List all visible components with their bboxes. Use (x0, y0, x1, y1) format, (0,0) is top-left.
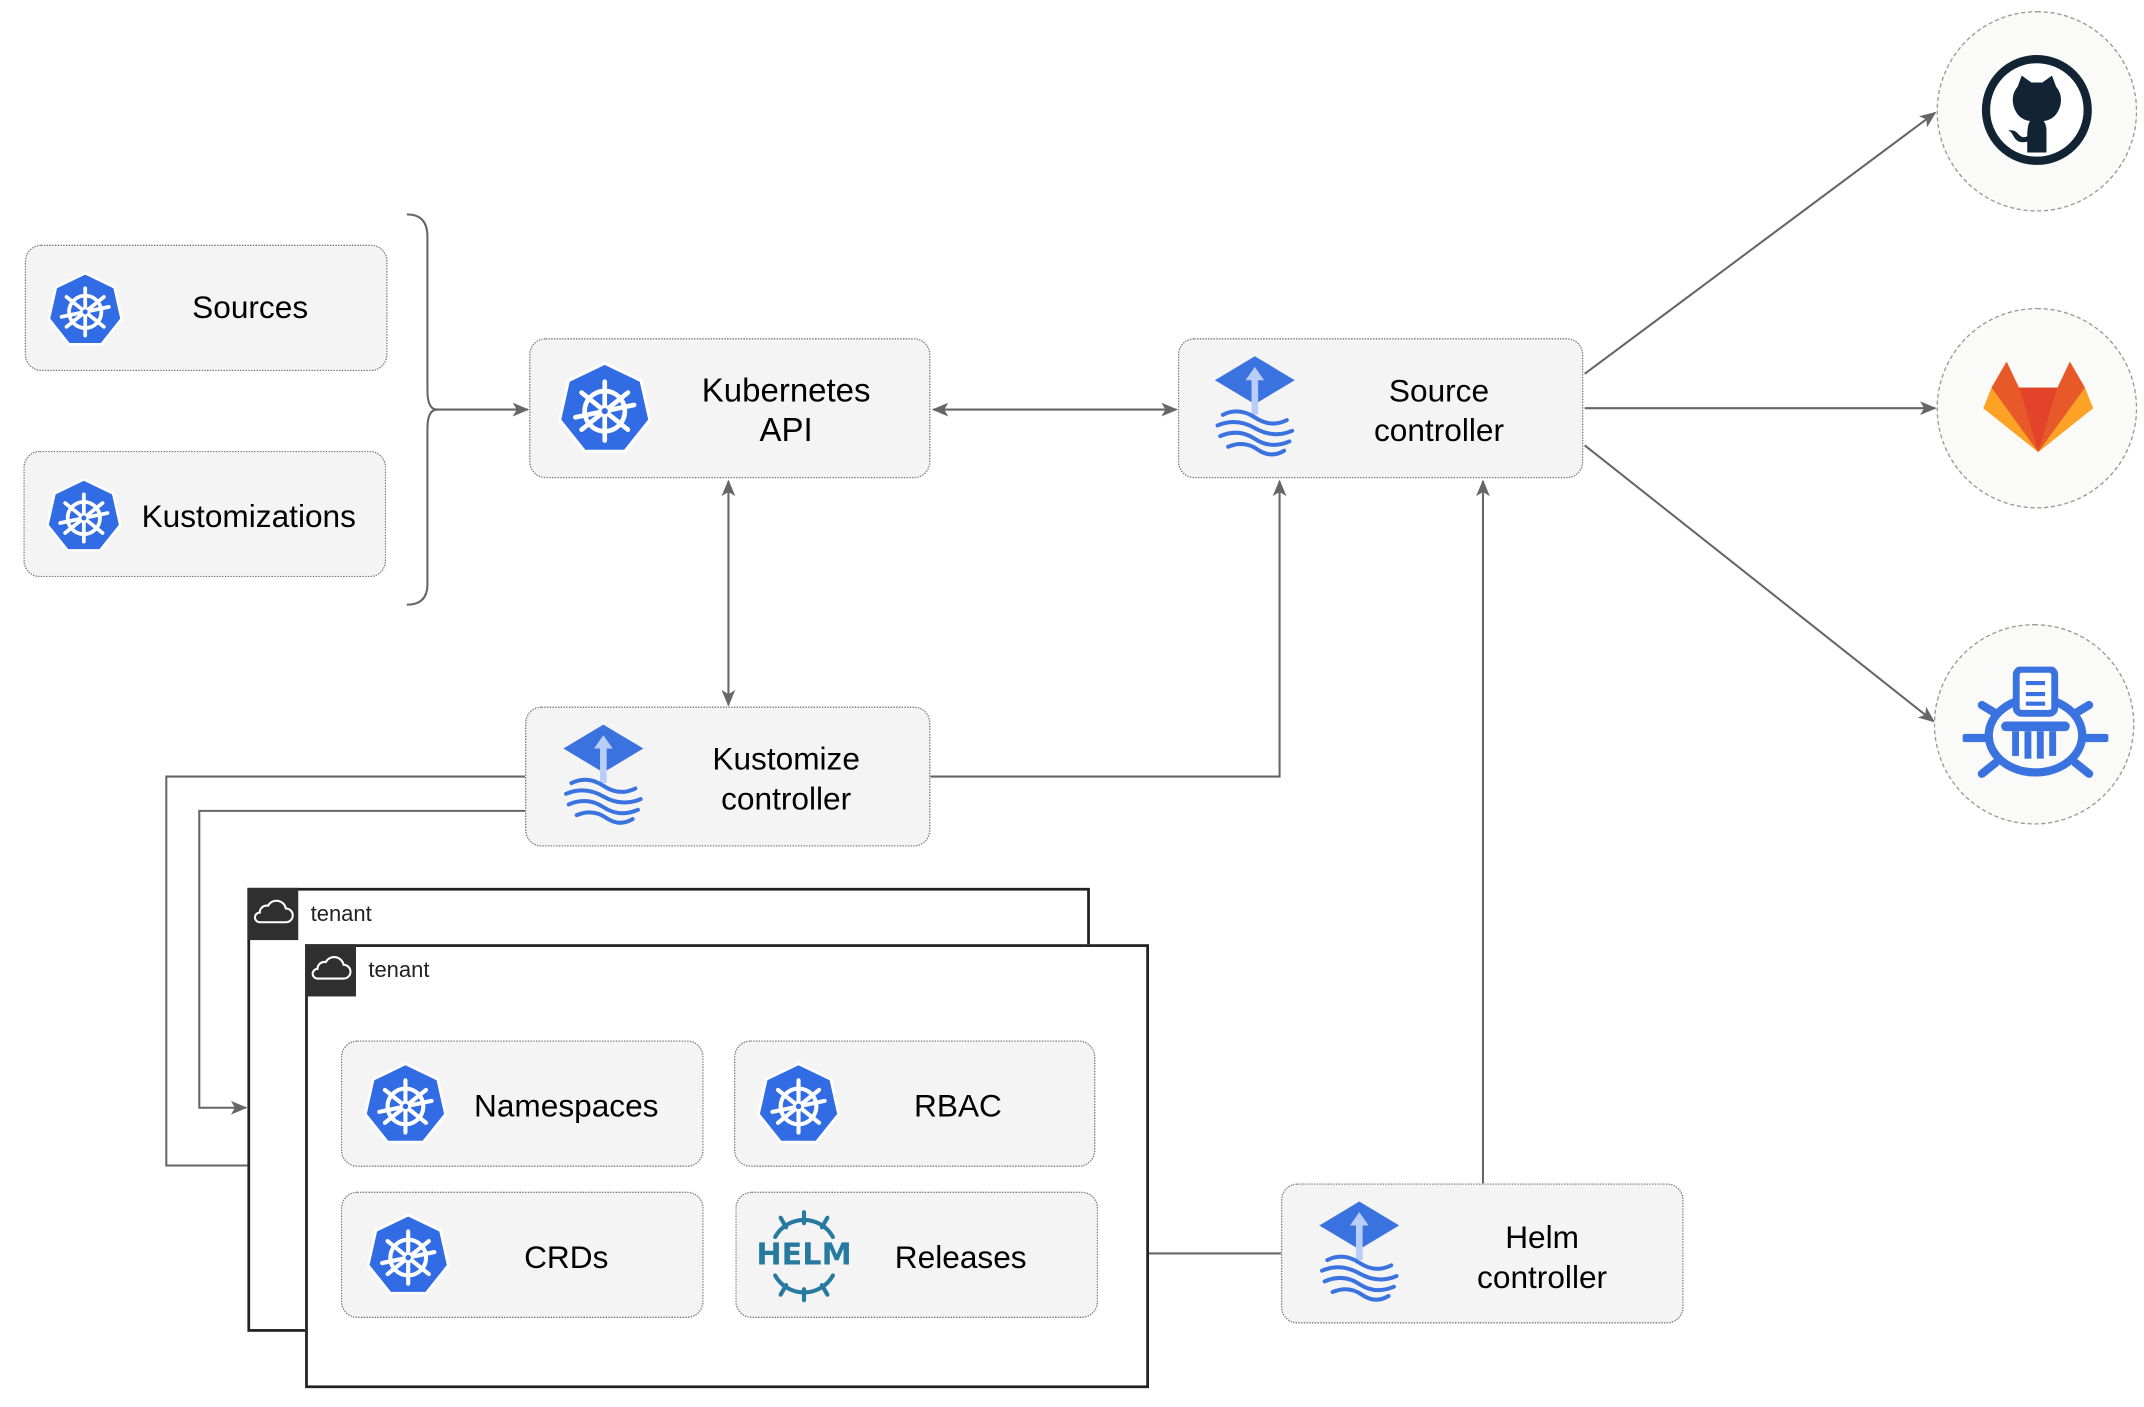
releases-node[interactable]: HELM Releases (735, 1191, 1099, 1319)
flux-icon (1317, 1197, 1402, 1307)
flux-icon (1212, 352, 1297, 462)
arrow-source-to-helm-repo (1584, 444, 1935, 723)
arrow-kustomize-to-source (930, 479, 1287, 778)
kustomizations-node[interactable]: Kustomizations (23, 450, 387, 578)
helm-logo-text: HELM (756, 1238, 852, 1273)
kubernetes-icon (44, 477, 124, 557)
arrow-kustomize-to-tenant-front (165, 775, 526, 1173)
arrow-kustomize-to-tenant-back (198, 809, 526, 1115)
namespaces-label: Namespaces (474, 1087, 659, 1124)
github-node[interactable] (1936, 10, 2138, 212)
helm-repository-icon (1962, 666, 2109, 778)
flux-icon (561, 720, 646, 830)
kubernetes-api-node[interactable]: Kubernetes API (529, 338, 931, 479)
kubernetes-api-label: Kubernetes API (701, 372, 871, 450)
kustomize-controller-node[interactable]: Kustomize controller (525, 706, 931, 847)
rbac-label: RBAC (914, 1087, 1002, 1124)
sources-label: Sources (192, 289, 309, 326)
kubernetes-icon (364, 1212, 452, 1300)
tenant-label: tenant (368, 959, 430, 983)
helm-controller-label: Helm controller (1477, 1219, 1608, 1295)
namespaces-node[interactable]: Namespaces (340, 1040, 704, 1167)
rbac-node[interactable]: RBAC (733, 1040, 1096, 1167)
brace (406, 213, 438, 606)
tenant-label: tenant (310, 902, 372, 927)
cloud-icon (247, 887, 299, 941)
source-controller-label: Source controller (1373, 372, 1505, 449)
helm-controller-node[interactable]: Helm controller (1280, 1183, 1684, 1324)
kustomize-controller-label: Kustomize controller (712, 740, 860, 817)
kubernetes-icon (755, 1061, 843, 1149)
helm-repository-node[interactable] (1933, 623, 2135, 825)
kustomizations-label: Kustomizations (141, 498, 356, 534)
arrow-source-to-github (1584, 111, 1937, 375)
kubernetes-icon (45, 271, 125, 351)
sources-node[interactable]: Sources (24, 244, 388, 372)
kubernetes-icon (555, 360, 654, 459)
releases-label: Releases (894, 1239, 1027, 1275)
gitlab-icon (1983, 361, 2094, 453)
kubernetes-icon (361, 1061, 449, 1149)
crds-node[interactable]: CRDs (340, 1191, 704, 1319)
github-icon (1981, 54, 2092, 165)
cloud-icon (305, 944, 356, 997)
gitlab-node[interactable] (1936, 307, 2138, 509)
helm-logo-icon: HELM (756, 1209, 852, 1303)
source-controller-node[interactable]: Source controller (1177, 338, 1584, 479)
crds-label: CRDs (524, 1239, 609, 1275)
